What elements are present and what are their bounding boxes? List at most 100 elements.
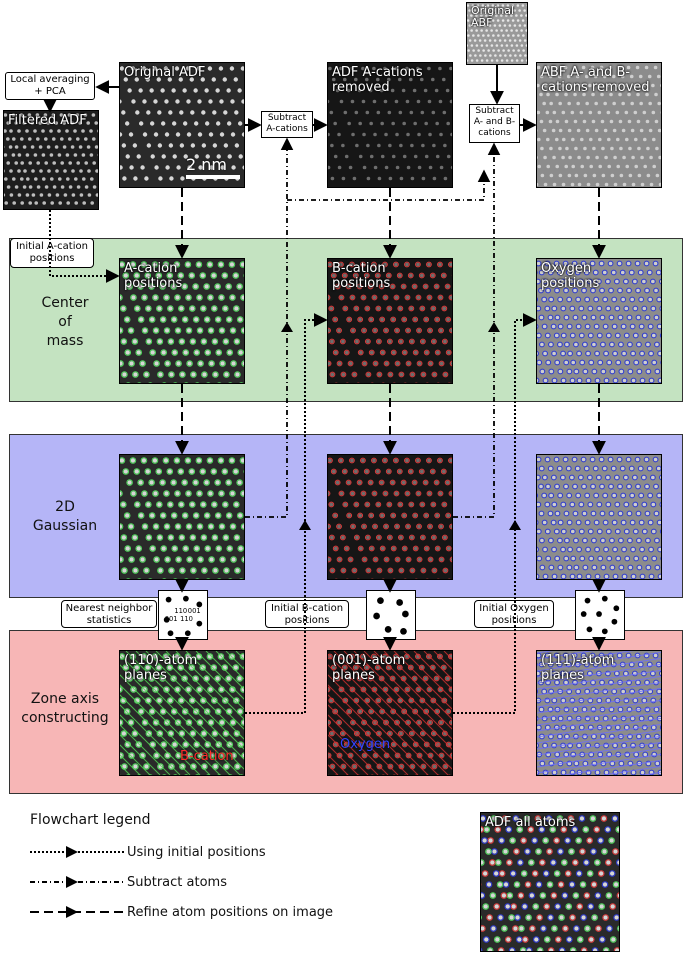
lattice-atom xyxy=(200,273,205,278)
lattice-atom xyxy=(603,101,607,106)
position-marker xyxy=(192,316,200,323)
lattice-atom xyxy=(549,146,553,151)
lattice-atom xyxy=(579,279,583,284)
position-marker xyxy=(606,555,613,562)
atom-plane-line xyxy=(537,747,661,768)
lattice-atom xyxy=(496,860,501,865)
position-marker xyxy=(214,512,222,519)
lattice-atom xyxy=(120,165,123,170)
lattice-atom xyxy=(561,155,565,160)
lattice-atom xyxy=(405,66,409,71)
position-marker xyxy=(642,555,649,562)
position-marker xyxy=(537,297,539,302)
lattice-atom xyxy=(71,169,75,173)
position-marker xyxy=(189,305,196,312)
position-marker xyxy=(564,837,571,844)
lattice-atom xyxy=(566,74,571,79)
lattice-atom xyxy=(649,378,654,383)
lattice-atom xyxy=(606,333,611,338)
lattice-atom xyxy=(604,182,609,187)
lattice-atom xyxy=(413,154,418,159)
lattice-atom xyxy=(427,66,431,71)
position-marker xyxy=(429,272,436,279)
lattice-atom xyxy=(399,568,404,573)
lattice-atom xyxy=(552,502,557,507)
atom-plane-line xyxy=(120,724,171,775)
lattice-atom xyxy=(660,475,661,480)
position-marker xyxy=(237,545,244,552)
lattice-atom xyxy=(657,101,661,106)
lattice-atom xyxy=(146,535,152,540)
position-marker xyxy=(189,338,197,345)
position-marker xyxy=(537,546,539,553)
lattice-atom xyxy=(164,524,170,529)
position-marker xyxy=(636,564,643,571)
lattice-atom xyxy=(609,484,613,489)
lattice-atom xyxy=(342,273,347,278)
lattice-atom xyxy=(604,378,609,383)
position-marker xyxy=(357,708,364,715)
lattice-atom xyxy=(520,948,526,951)
lattice-atom xyxy=(646,734,650,739)
position-marker xyxy=(133,664,141,671)
position-marker xyxy=(157,763,164,770)
lattice-atom xyxy=(163,458,169,463)
lattice-atom xyxy=(547,882,553,887)
position-marker xyxy=(387,371,394,378)
lattice-atom xyxy=(585,324,590,329)
lattice-atom xyxy=(592,734,596,739)
lattice-atom xyxy=(658,351,661,356)
position-marker xyxy=(153,360,160,367)
position-marker xyxy=(211,730,219,737)
lattice-atom xyxy=(215,121,221,126)
lattice-atom xyxy=(223,110,228,115)
lattice-atom xyxy=(229,458,235,463)
position-marker xyxy=(646,661,653,668)
position-marker xyxy=(550,474,557,481)
position-marker xyxy=(537,323,539,330)
position-marker xyxy=(190,763,197,770)
lattice-atom xyxy=(212,306,217,311)
lattice-atom xyxy=(637,369,642,374)
lattice-atom xyxy=(339,66,343,71)
position-marker xyxy=(415,261,421,268)
lattice-atom xyxy=(591,511,596,516)
position-marker xyxy=(583,465,590,472)
lattice-atom xyxy=(185,654,191,659)
lattice-atom xyxy=(537,110,541,115)
position-marker xyxy=(375,305,382,312)
lattice-atom xyxy=(627,119,632,124)
lattice-atom xyxy=(565,146,569,151)
position-marker xyxy=(328,490,331,497)
lattice-atom xyxy=(486,849,491,854)
lattice-atom xyxy=(145,273,150,278)
position-marker xyxy=(558,914,565,921)
position-marker xyxy=(390,741,397,748)
lattice-atom xyxy=(493,24,497,27)
position-marker xyxy=(178,534,186,541)
stat-dot xyxy=(601,628,608,635)
lattice-atom xyxy=(567,173,572,178)
lattice-atom xyxy=(552,698,557,703)
lattice-atom xyxy=(485,44,489,47)
lattice-atom xyxy=(351,328,355,333)
lattice-atom xyxy=(613,574,618,579)
position-marker xyxy=(536,947,544,951)
position-marker xyxy=(650,501,657,508)
position-marker xyxy=(234,371,241,378)
lattice-atom xyxy=(508,39,512,42)
lattice-atom xyxy=(547,849,552,854)
lattice-atom xyxy=(54,145,59,149)
position-marker xyxy=(363,664,370,671)
lattice-atom xyxy=(627,288,631,293)
lattice-atom xyxy=(17,193,22,197)
position-marker xyxy=(349,261,355,268)
lattice-atom xyxy=(630,324,635,329)
position-marker xyxy=(349,457,355,464)
lattice-atom xyxy=(343,502,348,507)
position-marker xyxy=(181,675,188,682)
position-marker xyxy=(572,483,578,490)
b-cation-positions-title: B-cation positions xyxy=(332,261,391,291)
position-marker xyxy=(547,706,554,713)
lattice-atom xyxy=(631,155,635,160)
